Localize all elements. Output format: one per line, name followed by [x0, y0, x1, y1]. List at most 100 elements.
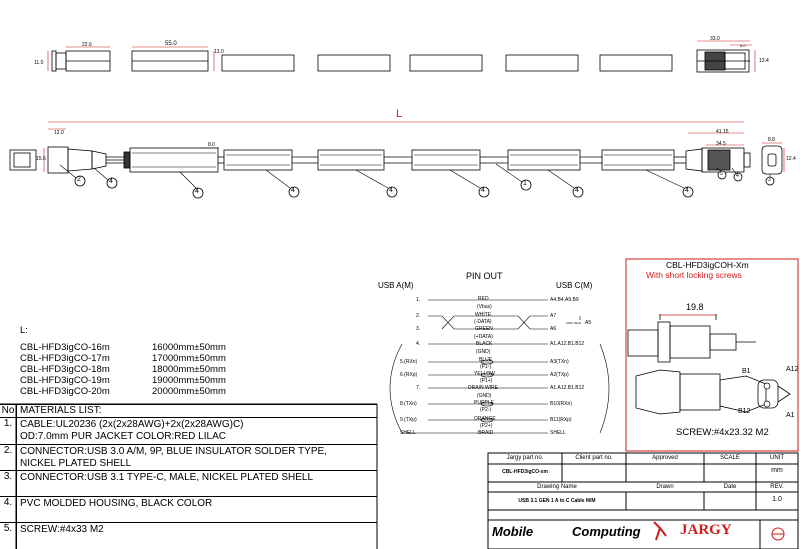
dim-13: 13.0: [214, 49, 224, 55]
tb-date-label: Date: [723, 484, 737, 490]
tb-rev: 1.0: [772, 496, 782, 503]
ferrite-top-2: [221, 54, 295, 72]
pin-right: B11(RXp): [550, 417, 572, 423]
material-no: 1.: [0, 418, 17, 445]
callout-connector-side: [627, 314, 756, 363]
dim-22-6: 22.6: [82, 42, 92, 48]
balloon-4-a: 4: [109, 178, 113, 185]
pin-left: 8.(TXn): [400, 401, 417, 407]
logo-mark: [771, 527, 785, 541]
balloon-5: 5: [720, 171, 723, 177]
pin-color: BRAID: [478, 430, 494, 436]
tb-drawn-label: Drawn: [656, 484, 674, 490]
pin-right: A7: [550, 313, 557, 319]
pin-right: A2(TXp): [550, 372, 569, 378]
dim-15-6: 15.6: [36, 156, 46, 162]
material-row: 4. PVC MOLDED HOUSING, BLACK COLOR: [0, 496, 377, 523]
callout-subtitle: With short locking screws: [646, 270, 742, 280]
pin-a1-label: A1: [786, 412, 795, 419]
pin-right: A1.A12.B1.B12: [550, 385, 585, 391]
pin-signal: (P2+): [480, 423, 493, 429]
dim-33: 33.0: [710, 36, 720, 42]
material-no: 5.: [0, 523, 17, 549]
usb-a-title: USB A(M): [378, 281, 414, 290]
pin-color: BLACK: [476, 341, 493, 347]
ferrite-top-5: [505, 54, 579, 72]
logo-jargy: JARGY: [680, 522, 732, 538]
balloon-4-c: 4: [291, 187, 295, 194]
pin-left: 3.: [416, 326, 421, 332]
pin-signal: (P1-): [480, 364, 492, 370]
length-value: 17000mm±50mm: [152, 353, 226, 364]
pin-color: RED: [478, 296, 489, 302]
usb-c-title: USB C(M): [556, 281, 593, 290]
material-desc-2: OD:7.0mm PUR JACKET COLOR:RED LILAC: [20, 431, 226, 442]
balloon-4-d: 4: [389, 187, 393, 194]
tb-drawing-name: USB 3.1 GEN 1 A to C Cable M/M: [518, 498, 596, 504]
pin-signal: (+DATA): [474, 334, 493, 340]
logo-computing: Computing: [572, 524, 641, 539]
material-row: 1. CABLE:UL20236 (2x(2x28AWG)+2x(2x28AWG…: [0, 417, 377, 445]
material-no: 4.: [0, 497, 17, 523]
pin-signal: (Vbus): [477, 304, 492, 310]
balloon-1: 1: [523, 180, 527, 187]
usb-c-top-view: [696, 49, 750, 73]
tb-drawing-name-label: Drawing Name: [537, 484, 577, 490]
dim-12-4: 12.4: [786, 156, 796, 162]
pin-left: 7.: [416, 385, 421, 391]
callout-connector-angle: [635, 369, 791, 415]
tb-unit: mm: [771, 467, 783, 474]
balloon-2: 2: [77, 176, 81, 183]
pin-right: SHELL: [550, 430, 566, 436]
balloon-4-e: 4: [481, 187, 485, 194]
tb-rev-label: REV.: [770, 484, 784, 490]
tb-jargy-part-label: Jargy part no.: [506, 455, 544, 461]
pinout-wires: [389, 299, 610, 434]
length-part: CBL-HFD3igCO-16m: [20, 342, 110, 353]
pin-right: A1.A12.B1.B12: [550, 341, 585, 347]
material-desc: SCREW:#4x33 M2: [20, 524, 104, 535]
pin-right: A4.B4.A9.B9: [550, 297, 579, 303]
callout-title: CBL-HFD3igCOH-Xm: [666, 260, 749, 270]
balloon-3: 3: [768, 177, 771, 183]
dim-34-5: 34.5: [716, 141, 726, 147]
small-note: 10KF 3KHz: [566, 321, 582, 325]
tb-client-part-label: Client part no.: [575, 455, 613, 461]
ferrite-top-6: [599, 54, 673, 72]
length-part: CBL-HFD3igCO-17m: [20, 353, 110, 364]
balloon-4-f: 4: [575, 187, 579, 194]
pin-left: SHELL: [400, 430, 416, 436]
length-value: 20000mm±50mm: [152, 386, 226, 397]
tb-part-no: CBL-HFD3igCO-xm: [502, 469, 548, 475]
pin-right: B10(RXn): [550, 401, 572, 407]
material-desc: PVC MOLDED HOUSING, BLACK COLOR: [20, 498, 213, 509]
length-part: CBL-HFD3igCO-19m: [20, 375, 110, 386]
cable-assembly: [9, 145, 783, 175]
no-header: No: [0, 405, 17, 418]
callout-frame: [625, 258, 799, 452]
pin-left: 5.(RXn): [400, 359, 418, 365]
material-desc: CONNECTOR:USB 3.1 TYPE-C, MALE, NICKEL P…: [20, 472, 314, 483]
material-desc-2: NICKEL PLATED SHELL: [20, 458, 132, 469]
pin-color: GREEN: [475, 326, 493, 332]
pin-color: DRAIN WIRE: [468, 385, 498, 391]
overall-length-label: L: [396, 108, 403, 120]
logo-mobile: Mobile: [492, 524, 534, 539]
length-part: CBL-HFD3igCO-20m: [20, 386, 110, 397]
pin-left: 4.: [416, 341, 421, 347]
pinout-title: PIN OUT: [466, 271, 503, 281]
pin-right: A3(TXn): [550, 359, 569, 365]
runner-icon: [653, 521, 667, 541]
tb-approved-label: Approved: [652, 455, 678, 461]
pin-left: 1.: [416, 297, 421, 303]
dim-41-15: 41.15: [716, 129, 729, 135]
material-no: 3.: [0, 471, 17, 497]
pin-right: A6: [550, 326, 557, 332]
material-desc: CONNECTOR:USB 3.0 A/M, 9P, BLUE INSULATO…: [20, 446, 327, 457]
pin-signal: (-DATA): [474, 319, 492, 325]
dim-12: 12.0: [54, 130, 64, 136]
material-no: 2.: [0, 445, 17, 471]
materials-header-row: No MATERIALS LIST:: [0, 404, 377, 418]
dim-6: 6.0: [740, 43, 746, 48]
